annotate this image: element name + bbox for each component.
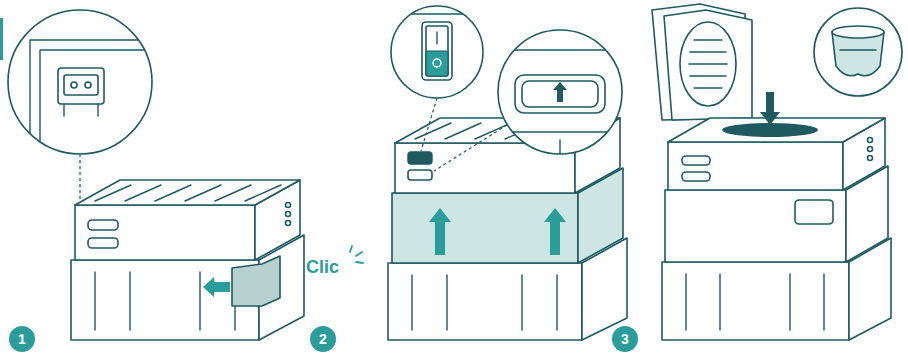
step-number: 3 — [621, 331, 629, 347]
switch-inset — [391, 6, 483, 151]
step-number: 2 — [319, 331, 327, 347]
box-step-1 — [71, 180, 363, 340]
step-number-circle: 1 — [9, 326, 35, 352]
socket-inset — [8, 10, 170, 203]
step-number: 1 — [18, 331, 26, 347]
accent-bar — [0, 18, 3, 60]
step-number-circle: 2 — [310, 326, 336, 352]
box-step-2 — [388, 118, 627, 340]
click-sound-label: Clic — [306, 257, 339, 277]
box-step-3 — [652, 4, 891, 340]
bag-inset — [814, 8, 902, 96]
step-number-circle: 3 — [612, 326, 638, 352]
handle-inset — [434, 30, 625, 171]
